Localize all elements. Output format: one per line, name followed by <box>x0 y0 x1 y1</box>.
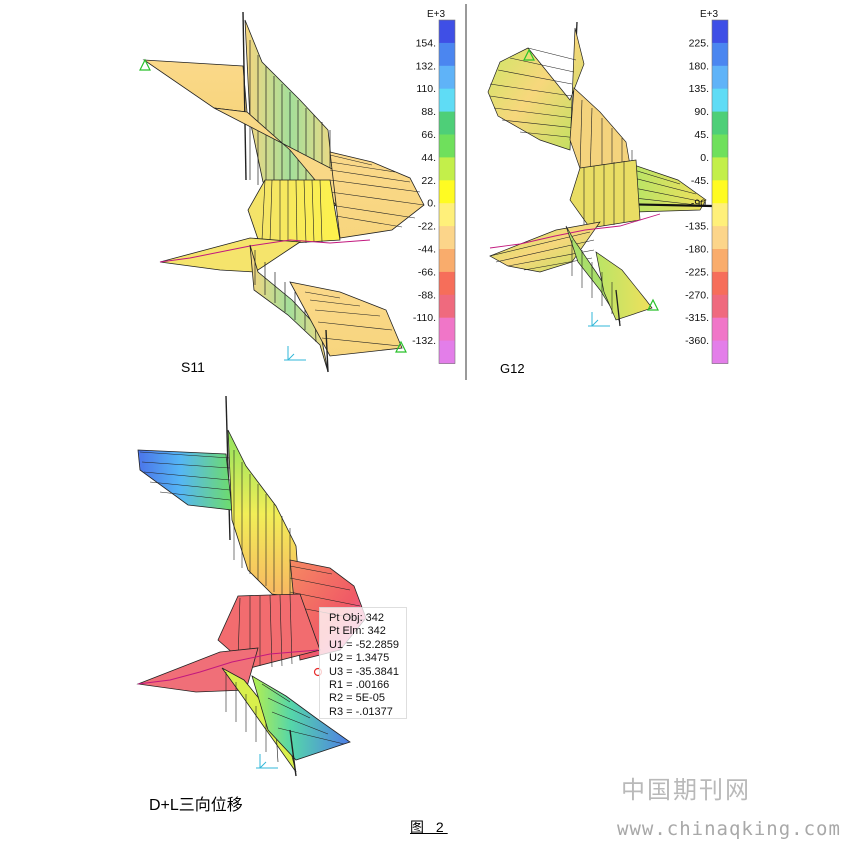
watermark-cn: 中国期刊网 <box>621 776 751 804</box>
s11-legend-tick-label: 44. <box>421 152 436 164</box>
s11-legend-unit: E+3 <box>427 9 446 20</box>
g12-legend-ticks: E+3 225. 180. 135. 90. 45. 0. -45. -90. -135. -180… <box>685 9 718 347</box>
watermark-url: www.chinaqking.com <box>617 818 841 840</box>
s11-legend-tick-label: 88. <box>421 106 436 118</box>
s11-legend-swatch <box>439 203 455 227</box>
g12-legend-unit: E+3 <box>700 9 719 20</box>
tooltip-line: U3 = -35.3841 <box>329 665 400 678</box>
s11-legend-swatch <box>439 134 455 158</box>
g12-legend-swatch <box>712 42 728 67</box>
s11-legend-swatch <box>439 271 455 296</box>
s11-legend-swatch <box>439 65 455 90</box>
s11-legend: E+3 154. 132. 110. 88. 66. 44. 22. 0. -22. -44. -66… <box>412 9 456 364</box>
tooltip-line: R1 = .00166 <box>329 679 390 692</box>
point-info-tooltip: Pt Obj: 342 Pt Elm: 342 U1 = -52.2859 U2… <box>319 607 407 719</box>
g12-legend-swatch <box>712 20 728 44</box>
g12-axis-triad <box>588 312 610 327</box>
tooltip-line: U2 = 1.3475 <box>329 652 390 665</box>
s11-legend-frame <box>438 19 456 364</box>
s11-legend-tick-label: -88. <box>418 289 436 301</box>
g12-legend-tick-label: 135. <box>689 83 709 95</box>
tooltip-line: R3 = -.01377 <box>329 705 393 718</box>
s11-legend-swatch <box>439 42 455 67</box>
g12-legend-tick-label: -270. <box>685 289 709 301</box>
g12-legend-swatch <box>712 340 728 364</box>
g12-legend-swatch <box>712 203 728 227</box>
s11-legend-tick-label: -22. <box>418 221 436 233</box>
g12-legend-tick-label: 0. <box>700 152 709 164</box>
g12-legend-swatch <box>712 157 728 181</box>
s11-stair-model <box>142 11 425 373</box>
g12-legend-frame <box>711 19 729 364</box>
s11-legend-tick-label: -110. <box>413 312 436 324</box>
panel-divider <box>465 4 467 380</box>
g12-legend-swatch <box>712 134 728 158</box>
g12-legend-tick-label: -315. <box>685 312 709 324</box>
g12-legend-tick-label: -90. <box>691 198 709 210</box>
s11-legend-tick-label: 0. <box>427 198 436 210</box>
g12-legend-swatch <box>712 65 728 90</box>
g12-legend-swatch <box>712 294 728 319</box>
s11-legend-swatches <box>438 19 456 364</box>
s11-legend-swatch <box>439 20 455 44</box>
s11-legend-tick-label: -66. <box>418 266 436 278</box>
g12-legend-swatch <box>712 271 728 296</box>
tooltip-line: U1 = -52.2859 <box>329 638 400 651</box>
s11-legend-swatch <box>439 180 455 204</box>
s11-legend-swatch <box>439 88 455 112</box>
g12-legend-tick-label: -135. <box>685 221 709 233</box>
g12-legend-swatch <box>712 180 728 204</box>
g12-legend-swatch <box>712 111 728 135</box>
s11-legend-ticks: E+3 154. 132. 110. 88. 66. 44. 22. 0. -22. -44. -66… <box>412 9 445 347</box>
dl-axis-triad <box>256 754 278 769</box>
figure-label: 图 2 <box>410 819 448 835</box>
s11-legend-tick-label: -44. <box>418 244 436 256</box>
g12-legend-tick-label: 90. <box>694 106 709 118</box>
g12-legend-tick-label: -180. <box>685 244 709 256</box>
s11-legend-tick-label: 110. <box>416 83 436 95</box>
g12-legend-swatches <box>711 19 729 364</box>
s11-legend-tick-label: 132. <box>416 60 436 72</box>
g12-legend-swatch <box>712 88 728 112</box>
g12-legend-swatch <box>712 226 728 250</box>
s11-legend-swatch <box>439 340 455 364</box>
s11-caption: S11 <box>181 359 205 375</box>
dl-caption: D+L三向位移 <box>149 797 243 814</box>
g12-legend-swatch <box>712 249 728 273</box>
s11-legend-swatch <box>439 249 455 273</box>
s11-legend-tick-label: 154. <box>416 37 436 49</box>
s11-legend-tick-label: 22. <box>421 175 436 187</box>
g12-legend-tick-label: -225. <box>685 266 709 278</box>
g12-stair-model <box>487 21 713 327</box>
g12-legend-tick-label: 45. <box>694 129 709 141</box>
s11-legend-swatch <box>439 317 455 341</box>
g12-legend-tick-label: -45. <box>691 175 709 187</box>
g12-legend: E+3 225. 180. 135. 90. 45. 0. -45. -90. -135. -180… <box>685 9 729 364</box>
tooltip-line: R2 = 5E-05 <box>329 692 385 705</box>
s11-legend-swatch <box>439 294 455 319</box>
tooltip-line: Pt Obj: 342 <box>329 612 385 624</box>
s11-legend-swatch <box>439 226 455 250</box>
s11-support-markers <box>139 58 407 353</box>
g12-caption: G12 <box>500 361 525 376</box>
s11-legend-swatch <box>439 111 455 135</box>
tooltip-line: Pt Elm: 342 <box>329 625 386 638</box>
g12-legend-tick-label: 225. <box>689 37 709 49</box>
g12-legend-tick-label: -360. <box>685 335 709 347</box>
g12-legend-tick-label: 180. <box>689 60 709 72</box>
s11-legend-swatch <box>439 157 455 181</box>
s11-legend-tick-label: 66. <box>421 129 436 141</box>
s11-legend-tick-label: -132. <box>412 335 436 347</box>
g12-support-markers <box>523 48 659 311</box>
s11-axis-triad <box>284 346 306 361</box>
g12-legend-swatch <box>712 317 728 341</box>
